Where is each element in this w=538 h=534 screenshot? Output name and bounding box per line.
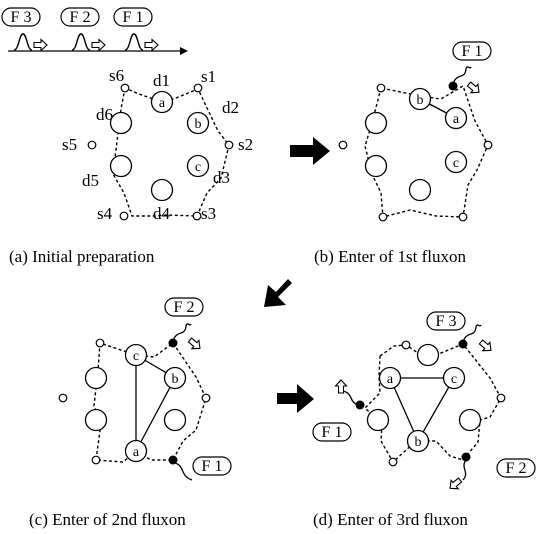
fluxon-tag-f1	[452, 41, 492, 61]
svg-text:d1: d1	[153, 71, 170, 90]
junction-b	[163, 366, 187, 390]
svg-text:F 1: F 1	[202, 458, 223, 475]
svg-text:a: a	[159, 96, 166, 111]
junction-b	[408, 87, 432, 111]
junction-a	[378, 366, 402, 390]
junction-b	[406, 429, 430, 453]
svg-text:c: c	[133, 349, 139, 364]
fluxon-direction-icon	[445, 475, 465, 494]
fluxon-pulse-f3	[13, 33, 33, 51]
direction-arrow-icon	[33, 38, 48, 52]
site-d4	[150, 178, 174, 202]
site-s2	[224, 140, 234, 150]
svg-text:s2: s2	[238, 135, 253, 154]
fluxon-direction-icon	[476, 337, 496, 356]
junction-a	[444, 106, 468, 130]
panel-b: b a c F 1 (b) Enter of 1st fluxon	[314, 41, 493, 266]
fluxon-pulse-f2	[71, 33, 91, 51]
svg-text:a: a	[453, 112, 460, 127]
fluxon-tag-f2: F 2	[60, 7, 100, 27]
site-s4	[119, 211, 129, 221]
step-arrow-icon	[290, 137, 330, 165]
fluxon-tag-f2	[164, 297, 204, 317]
panel-c: c b a F 2 F 1 (c) Enter of 2nd fluxon	[29, 297, 232, 529]
svg-text:F 1: F 1	[322, 424, 343, 441]
fluxon-f1-position	[355, 400, 365, 410]
caption-c: (c) Enter of 2nd fluxon	[29, 510, 186, 529]
svg-text:F 1: F 1	[123, 9, 144, 26]
caption-a: (a) Initial preparation	[9, 247, 155, 266]
junction-c	[124, 343, 148, 367]
svg-text:d3: d3	[213, 168, 230, 187]
junction-c	[186, 154, 210, 178]
site-s5	[87, 140, 97, 150]
svg-text:s4: s4	[97, 204, 113, 223]
svg-text:s6: s6	[109, 66, 124, 85]
fluxon-tag-f3: F 3	[1, 7, 41, 27]
svg-text:F 2: F 2	[70, 9, 91, 26]
svg-text:c: c	[451, 372, 457, 387]
svg-text:c: c	[453, 156, 459, 171]
svg-text:F 2: F 2	[174, 299, 195, 316]
junction-c	[442, 366, 466, 390]
junction-a	[150, 90, 174, 114]
svg-text:F 3: F 3	[436, 313, 457, 330]
junction-a	[124, 439, 148, 463]
step-arrow-icon	[277, 384, 314, 413]
fluxon-f3-position	[458, 339, 468, 349]
fluxon-f1-position	[168, 455, 178, 465]
svg-text:b: b	[417, 93, 424, 108]
svg-text:d6: d6	[96, 105, 113, 124]
svg-text:d4: d4	[153, 204, 171, 223]
svg-text:b: b	[415, 435, 422, 450]
svg-text:s5: s5	[62, 135, 77, 154]
fluxon-f2-position	[461, 452, 471, 462]
junction-c	[444, 150, 468, 174]
site-d6	[109, 111, 133, 135]
fluxon-f1-position	[448, 81, 458, 91]
svg-text:F 2: F 2	[506, 460, 527, 477]
fluxon-pulse-f1	[124, 33, 144, 51]
direction-arrow-icon	[91, 38, 106, 52]
fluxon-tag-f1	[312, 422, 352, 442]
svg-text:a: a	[133, 445, 140, 460]
svg-text:s1: s1	[201, 67, 216, 86]
svg-text:F 1: F 1	[462, 43, 483, 60]
panel-d: a c b F 3 F 1 F 2 (d) Enter of 3rd fluxo…	[312, 311, 536, 529]
svg-text:b: b	[195, 117, 202, 132]
fluxon-tag-f2	[496, 458, 536, 478]
site-s3	[192, 211, 202, 221]
direction-arrow-icon	[144, 38, 159, 52]
svg-text:d2: d2	[222, 98, 239, 117]
svg-text:d5: d5	[82, 171, 99, 190]
site-s6	[120, 83, 130, 93]
junction-b	[186, 111, 210, 135]
fluxon-tag-f3	[426, 311, 466, 331]
step-arrow-icon	[264, 279, 292, 307]
line-arrowhead-icon	[180, 47, 188, 55]
svg-text:b: b	[172, 372, 179, 387]
fluxon-direction-icon	[464, 79, 484, 98]
site-s1	[193, 83, 203, 93]
caption-b: (b) Enter of 1st fluxon	[314, 247, 467, 266]
svg-text:c: c	[195, 160, 201, 175]
fluxon-tag-f1: F 1	[113, 7, 153, 27]
fluxon-direction-icon	[185, 335, 205, 354]
svg-text:s3: s3	[201, 204, 216, 223]
svg-text:a: a	[387, 372, 394, 387]
site-d5	[109, 154, 133, 178]
svg-text:F 3: F 3	[11, 9, 32, 26]
fluxon-tag-f1	[192, 456, 232, 476]
fluxon-f2-position	[168, 338, 178, 348]
panel-a: F 3 F 2 F 1 a	[1, 7, 253, 266]
caption-d: (d) Enter of 3rd fluxon	[313, 510, 468, 529]
